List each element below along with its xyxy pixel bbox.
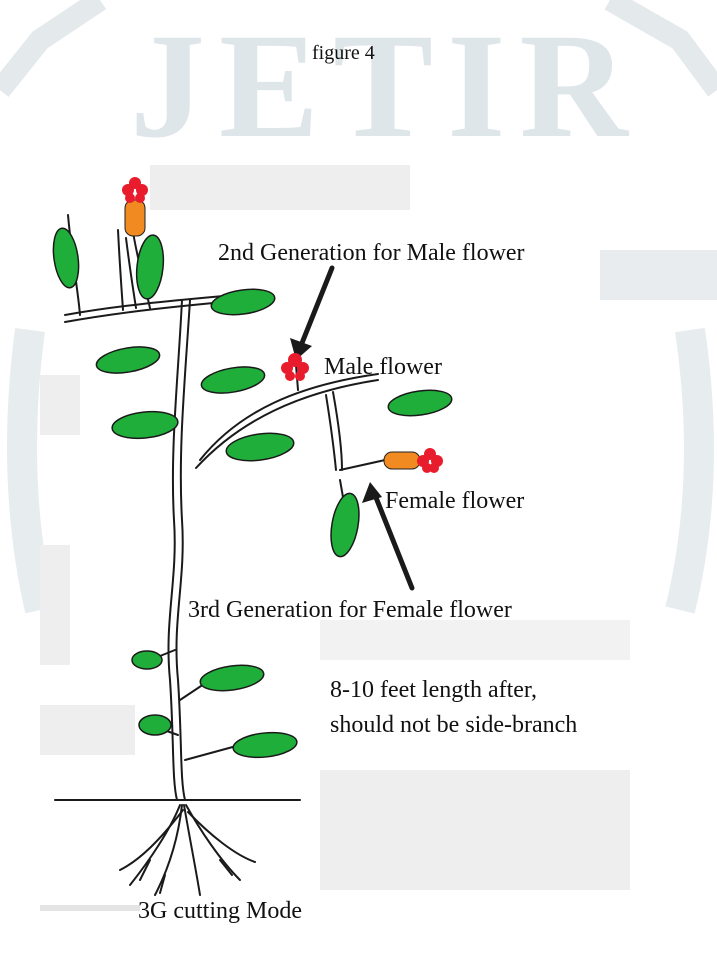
main-stem bbox=[176, 300, 190, 800]
figure-caption: figure 4 bbox=[312, 42, 375, 65]
second-generation-label: 2nd Generation for Male flower bbox=[218, 240, 525, 267]
leaf bbox=[94, 343, 161, 378]
leaf bbox=[111, 409, 179, 442]
root bbox=[188, 812, 255, 862]
leaf bbox=[232, 730, 298, 761]
diagram-caption: 3G cutting Mode bbox=[138, 898, 302, 925]
leaf bbox=[210, 286, 277, 319]
root bbox=[140, 860, 232, 893]
length-note-line1: 8-10 feet length after, bbox=[330, 677, 537, 704]
female-ovary bbox=[384, 452, 420, 469]
root bbox=[155, 805, 182, 895]
twig bbox=[185, 745, 240, 760]
leaf bbox=[199, 662, 266, 695]
leaf bbox=[132, 651, 162, 669]
male-flower-graphic bbox=[281, 353, 309, 381]
third-generation-label: 3rd Generation for Female flower bbox=[188, 597, 512, 624]
female-flower-stalk bbox=[340, 460, 385, 470]
root bbox=[184, 805, 200, 895]
leaf bbox=[50, 227, 82, 290]
leaf bbox=[327, 491, 364, 559]
arrow-to-male-flower bbox=[300, 268, 332, 348]
leaf bbox=[134, 234, 167, 300]
twig bbox=[126, 238, 136, 308]
leaf bbox=[387, 387, 454, 420]
leaf bbox=[139, 715, 171, 735]
leaf bbox=[199, 363, 266, 398]
female-flower-label: Female flower bbox=[385, 488, 524, 515]
male-flower-label: Male flower bbox=[324, 354, 442, 381]
length-note-line2: should not be side-branch bbox=[330, 712, 640, 739]
female-flower-graphic bbox=[417, 448, 443, 473]
top-flower bbox=[122, 177, 148, 203]
root bbox=[130, 805, 180, 885]
top-ovary bbox=[125, 200, 145, 236]
twig bbox=[118, 230, 123, 310]
root bbox=[186, 805, 240, 880]
